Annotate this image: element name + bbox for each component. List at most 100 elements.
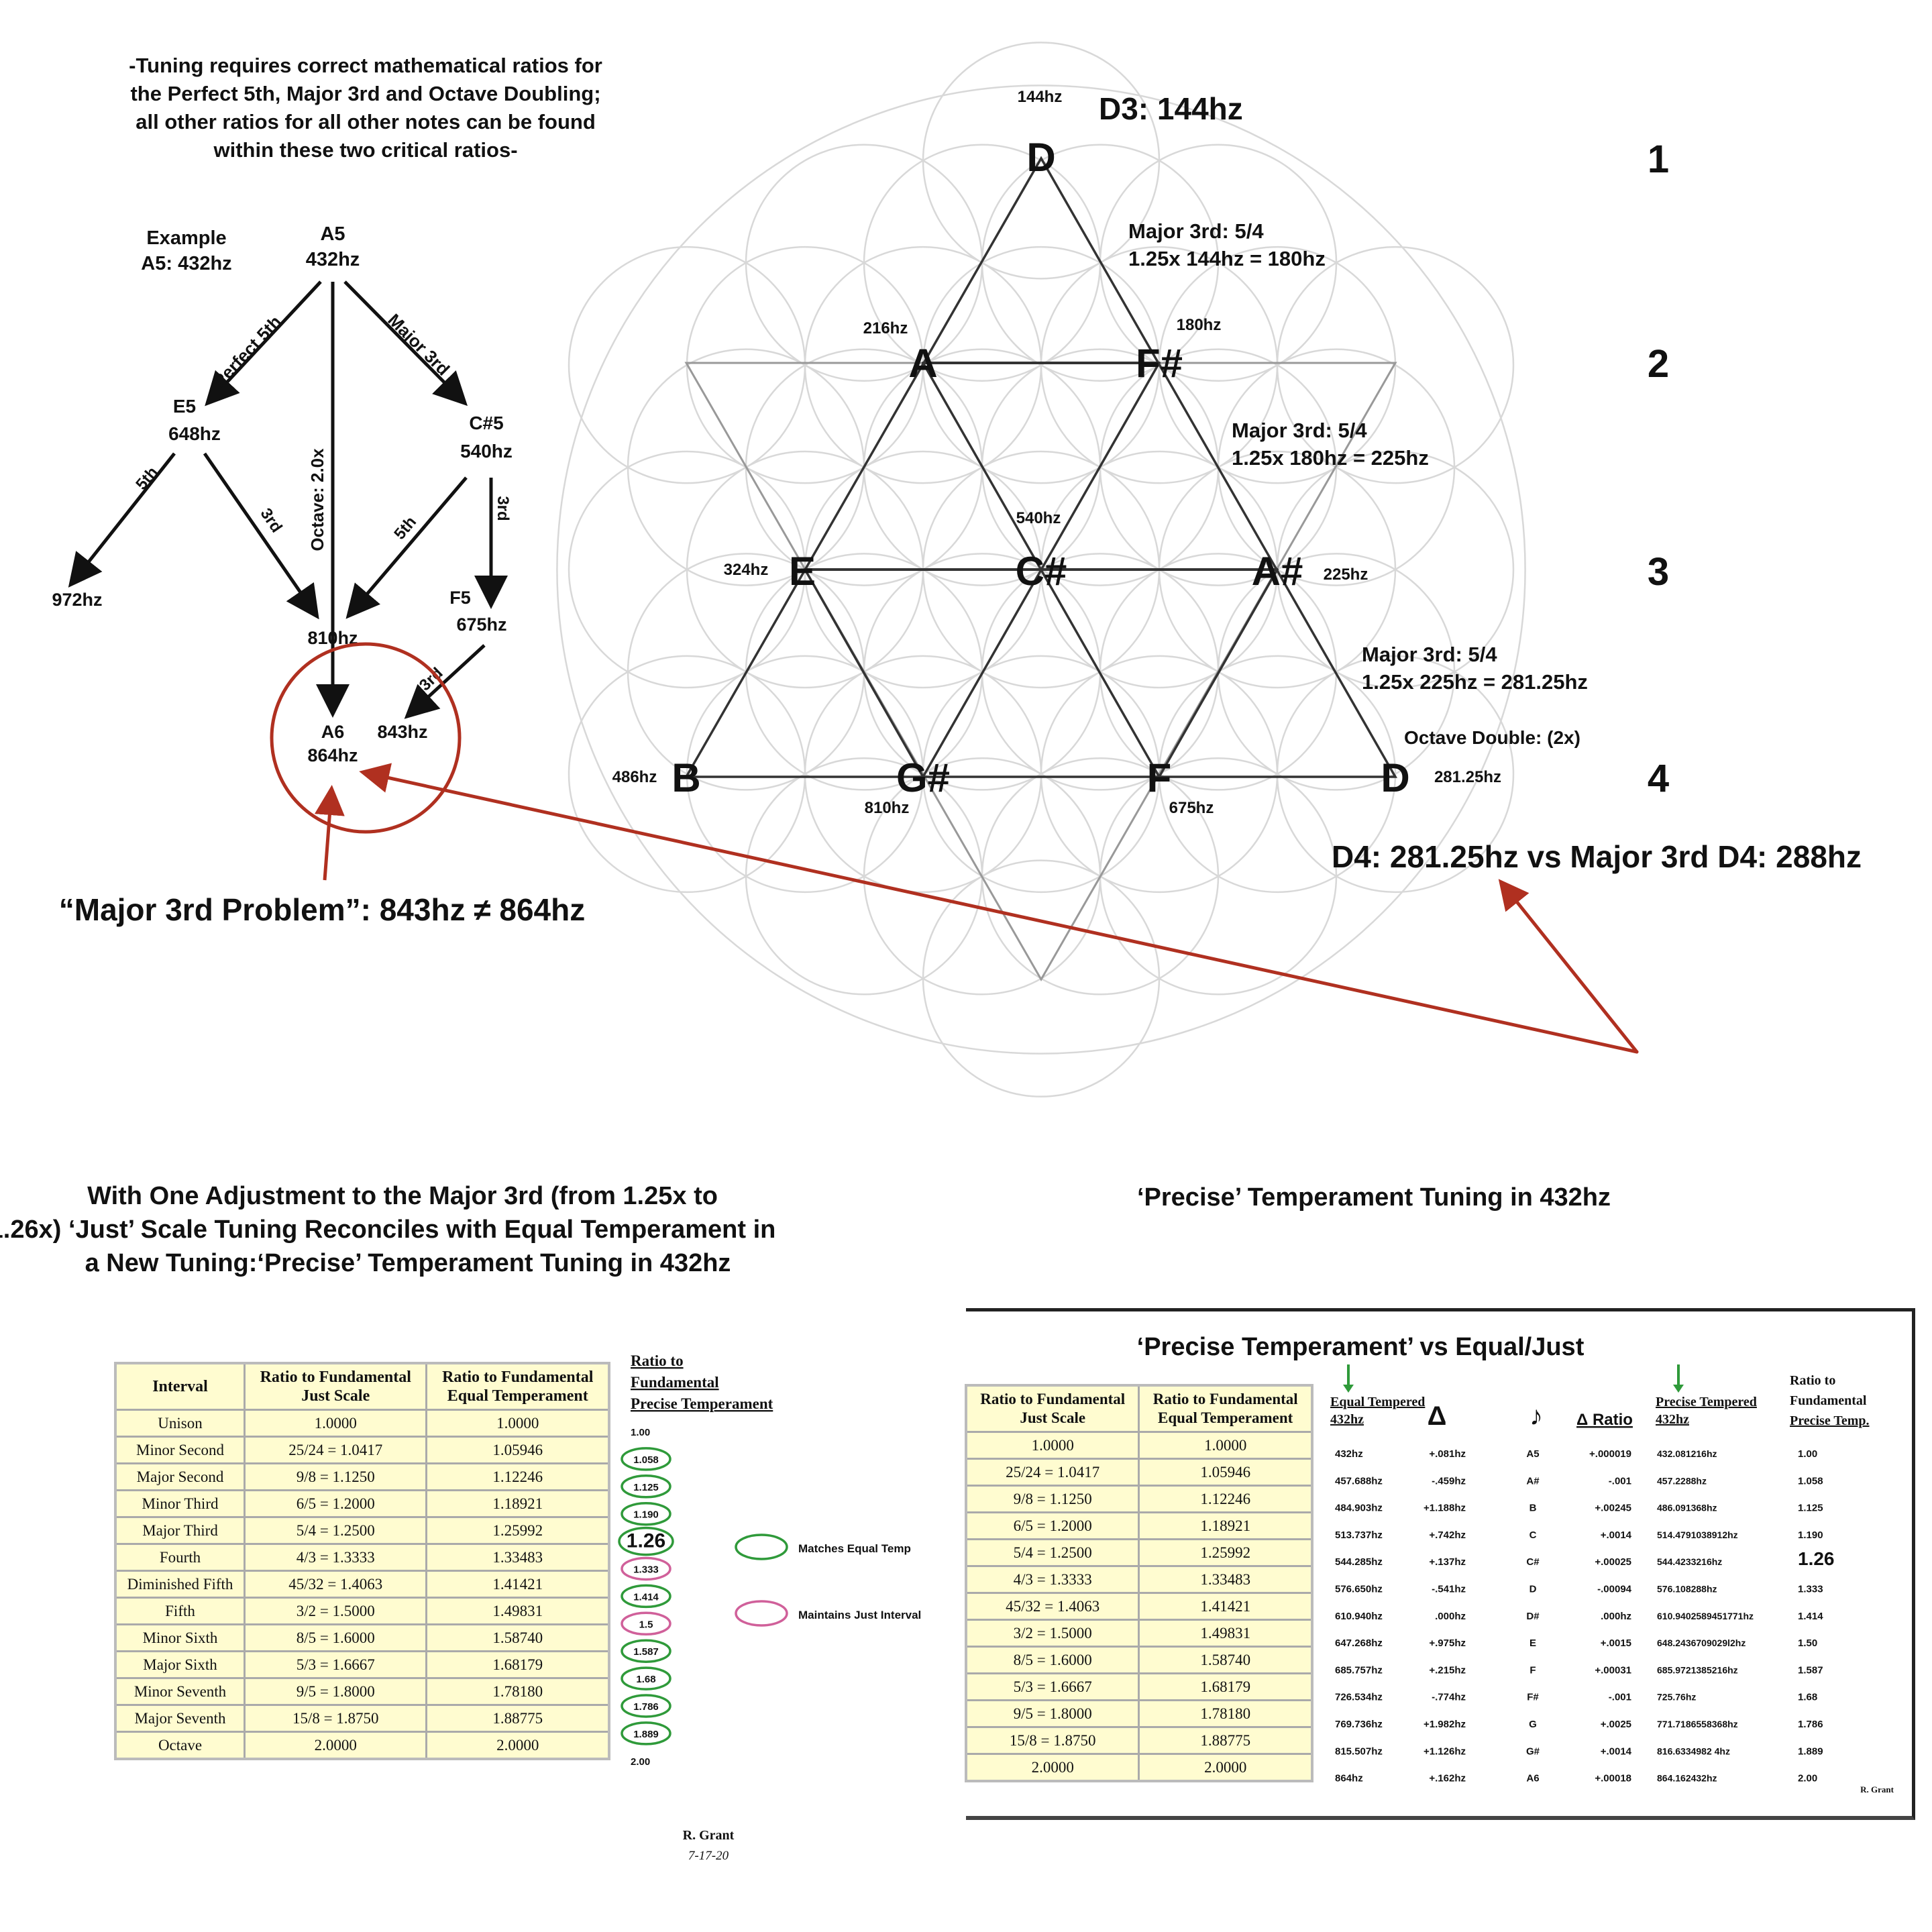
equal-ratio-cell: 1.33483: [1138, 1565, 1313, 1594]
major-third-calc: 1.25x 225hz = 281.25hz: [1362, 670, 1588, 694]
note-b: B: [672, 755, 700, 800]
precise-hz-value: 514.4791038912hz: [1657, 1529, 1738, 1540]
hz-f: 675hz: [1169, 799, 1214, 817]
f5-hz: 675hz: [456, 614, 506, 635]
green-down-arrow-head: [1343, 1385, 1354, 1393]
legend-green-label: Matches Equal Temp: [798, 1542, 911, 1555]
major-third-calc: 1.25x 180hz = 225hz: [1232, 446, 1429, 470]
note-value: D#: [1526, 1611, 1540, 1622]
interval-cell: Unison: [114, 1409, 246, 1438]
just-ratio-cell: 5/3 = 1.6667: [965, 1672, 1140, 1701]
equal-hz-value: 726.534hz: [1335, 1692, 1383, 1703]
equal-ratio-cell: 1.12246: [1138, 1485, 1313, 1513]
row-number: 3: [1648, 550, 1669, 594]
ratio-value: 1.058: [1798, 1475, 1823, 1487]
note-value: A#: [1526, 1475, 1540, 1487]
a6-note: A6: [321, 722, 345, 742]
equal-ratio-cell: 2.0000: [425, 1731, 610, 1760]
top-hz: 144hz: [1018, 88, 1063, 106]
interval-cell: Major Seventh: [114, 1704, 246, 1733]
precise-header: Fundamental: [631, 1374, 719, 1391]
author: R. Grant: [683, 1828, 735, 1843]
edge-label-3rd: 3rd: [257, 505, 286, 536]
precise-value-ellipse: [621, 1721, 672, 1746]
precise-value-ellipse: [621, 1666, 672, 1690]
date: 7-17-20: [688, 1849, 729, 1863]
just-ratio-cell: 2.0000: [965, 1753, 1140, 1782]
precise-ratio-value: 1.587: [633, 1646, 659, 1658]
note-header: ♪: [1529, 1401, 1543, 1431]
header-equal: Ratio to Fundamental Equal Temperament: [1138, 1384, 1313, 1433]
left-heading-line: a New Tuning:‘Precise’ Temperament Tunin…: [85, 1249, 731, 1277]
just-ratio-cell: 6/5 = 1.2000: [965, 1511, 1140, 1540]
delta-ratio-value: .000hz: [1601, 1611, 1631, 1622]
just-ratio-cell: 45/32 = 1.4063: [244, 1570, 428, 1599]
equal-ratio-cell: 1.33483: [425, 1543, 610, 1572]
just-ratio-cell: 8/5 = 1.6000: [244, 1623, 428, 1652]
intro-line: all other ratios for all other notes can…: [136, 110, 596, 133]
equal-ratio-cell: 2.0000: [1138, 1753, 1313, 1782]
equal-hz-value: 864hz: [1335, 1773, 1363, 1784]
note-f: F: [1147, 755, 1172, 800]
delta-hz-value: -.774hz: [1432, 1692, 1466, 1703]
note-value: F#: [1527, 1692, 1539, 1703]
equal-ratio-cell: 1.05946: [425, 1436, 610, 1464]
interval-cell: Octave: [114, 1731, 246, 1760]
note-as: A#: [1252, 549, 1303, 594]
delta-ratio-header: Δ Ratio: [1576, 1411, 1633, 1429]
just-ratio-cell: 6/5 = 1.2000: [244, 1489, 428, 1518]
intro-line: within these two critical ratios-: [213, 138, 517, 162]
grid-line: [922, 362, 1161, 778]
row-number: 1: [1648, 138, 1669, 181]
header-interval: Interval: [114, 1362, 246, 1411]
equal-ratio-cell: 1.41421: [1138, 1592, 1313, 1621]
precise-ratio-value: 1.5: [639, 1619, 653, 1630]
red-arrow-a6: [359, 763, 1639, 1054]
note-value: E: [1529, 1638, 1536, 1649]
note-d3: D: [1026, 135, 1055, 180]
delta-hz-value: +.162hz: [1429, 1773, 1466, 1784]
ratio-value: 1.50: [1798, 1638, 1817, 1649]
precise-value-ellipse: [621, 1556, 672, 1581]
edge-label-major-third: Major 3rd: [384, 310, 453, 380]
ratio-value: 1.786: [1798, 1719, 1823, 1730]
header-just: Ratio to Fundamental Just Scale: [244, 1362, 428, 1411]
just-ratio-cell: 2.0000: [244, 1731, 428, 1760]
node-843hz: 843hz: [377, 722, 427, 742]
cs5-note: C#5: [469, 413, 503, 433]
delta-ratio-value: +.00025: [1595, 1556, 1631, 1568]
note-e: E: [789, 549, 816, 594]
equal-hz-value: 610.940hz: [1335, 1611, 1383, 1622]
note-fs: F#: [1136, 341, 1183, 386]
just-ratio-cell: 45/32 = 1.4063: [965, 1592, 1140, 1621]
note-value: A5: [1526, 1448, 1539, 1460]
delta-header: Δ: [1428, 1401, 1447, 1431]
interval-cell: Major Third: [114, 1516, 246, 1545]
equal-hz-value: 815.507hz: [1335, 1746, 1383, 1757]
equal-hz-value: 576.650hz: [1335, 1584, 1383, 1595]
major-third-note: Major 3rd: 5/4: [1128, 219, 1264, 243]
interval-tree: Example A5: 432hz A5 432hz Perfect 5th M…: [52, 223, 585, 927]
arrow-fifth-from-cs5: [345, 476, 468, 619]
ratio-value: 1.414: [1798, 1611, 1823, 1622]
delta-ratio-value: -.001: [1609, 1692, 1631, 1703]
row-number: 2: [1648, 342, 1669, 386]
delta-hz-value: +1.126hz: [1424, 1746, 1466, 1757]
just-ratio-cell: 8/5 = 1.6000: [965, 1646, 1140, 1674]
delta-hz-value: +1.188hz: [1424, 1503, 1466, 1514]
equal-header: Equal Tempered: [1330, 1395, 1425, 1409]
equal-ratio-cell: 1.78180: [1138, 1699, 1313, 1728]
just-ratio-cell: 4/3 = 1.3333: [244, 1543, 428, 1572]
ratio-header: Fundamental: [1790, 1393, 1867, 1408]
example-value: A5: 432hz: [141, 253, 231, 274]
hz-a: 216hz: [863, 319, 908, 337]
equal-ratio-cell: 1.25992: [1138, 1538, 1313, 1567]
red-arrow-problem: [314, 785, 345, 881]
